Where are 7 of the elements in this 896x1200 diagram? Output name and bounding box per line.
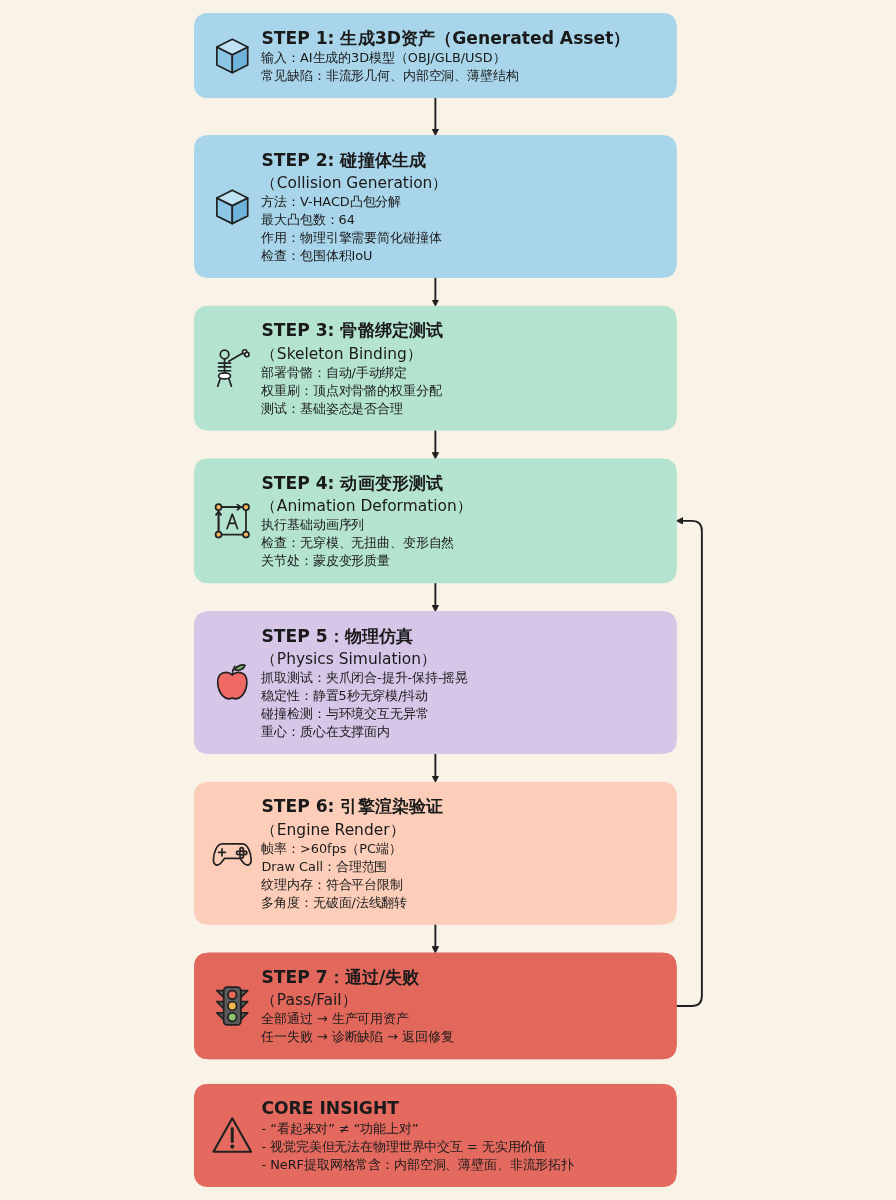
arrow — [431, 96, 439, 137]
arrow — [431, 276, 439, 307]
arrow — [431, 581, 439, 613]
arrow — [431, 429, 439, 460]
arrow — [431, 752, 439, 783]
arrow — [675, 517, 703, 1007]
arrow — [431, 923, 439, 954]
